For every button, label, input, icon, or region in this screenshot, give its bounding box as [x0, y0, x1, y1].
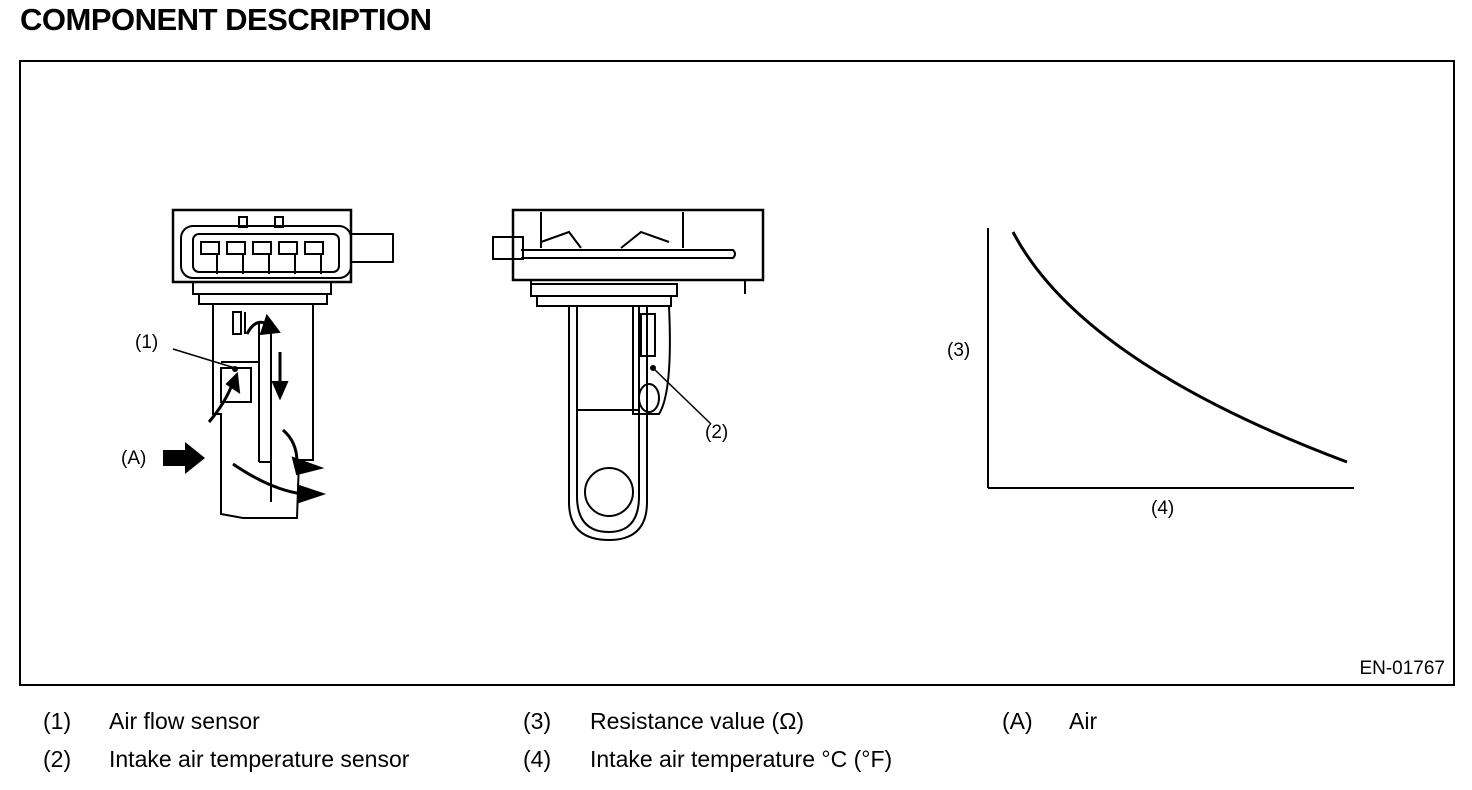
legend-text: Resistance value (Ω) — [590, 708, 805, 734]
legend-number: (4) — [523, 746, 552, 772]
callout-a: (A) — [121, 448, 147, 469]
legend-item-a: (A) Air — [1002, 708, 1202, 738]
callout-1: (1) — [135, 332, 159, 353]
legend-number: (1) — [43, 708, 72, 734]
illustration-frame: (1) (2) (3) (4) (A) EN-01767 — [19, 60, 1455, 686]
legend-text: Intake air temperature sensor — [109, 746, 410, 772]
legend-item-4: (4) Intake air temperature °C (°F) — [523, 746, 963, 776]
legend-text: Intake air temperature °C (°F) — [590, 746, 893, 772]
legend-text: Air — [1069, 708, 1098, 734]
figure-id: EN-01767 — [1359, 658, 1445, 679]
airflow-sensor-drawing — [163, 208, 394, 519]
resistance-graph — [987, 228, 1354, 489]
callout-2: (2) — [705, 422, 729, 443]
intake-temp-sensor-drawing — [492, 208, 765, 542]
callout-4: (4) — [1151, 498, 1175, 519]
legend-item-1: (1) Air flow sensor — [43, 708, 483, 738]
legend-number: (A) — [1002, 708, 1033, 734]
legend-number: (3) — [523, 708, 552, 734]
legend-item-2: (2) Intake air temperature sensor — [43, 746, 483, 776]
callout-3: (3) — [947, 340, 971, 361]
legend-number: (2) — [43, 746, 72, 772]
sensor-illustration — [163, 208, 1354, 542]
legend-text: Air flow sensor — [109, 708, 260, 734]
legend-item-3: (3) Resistance value (Ω) — [523, 708, 963, 738]
page-title: COMPONENT DESCRIPTION — [20, 2, 432, 37]
